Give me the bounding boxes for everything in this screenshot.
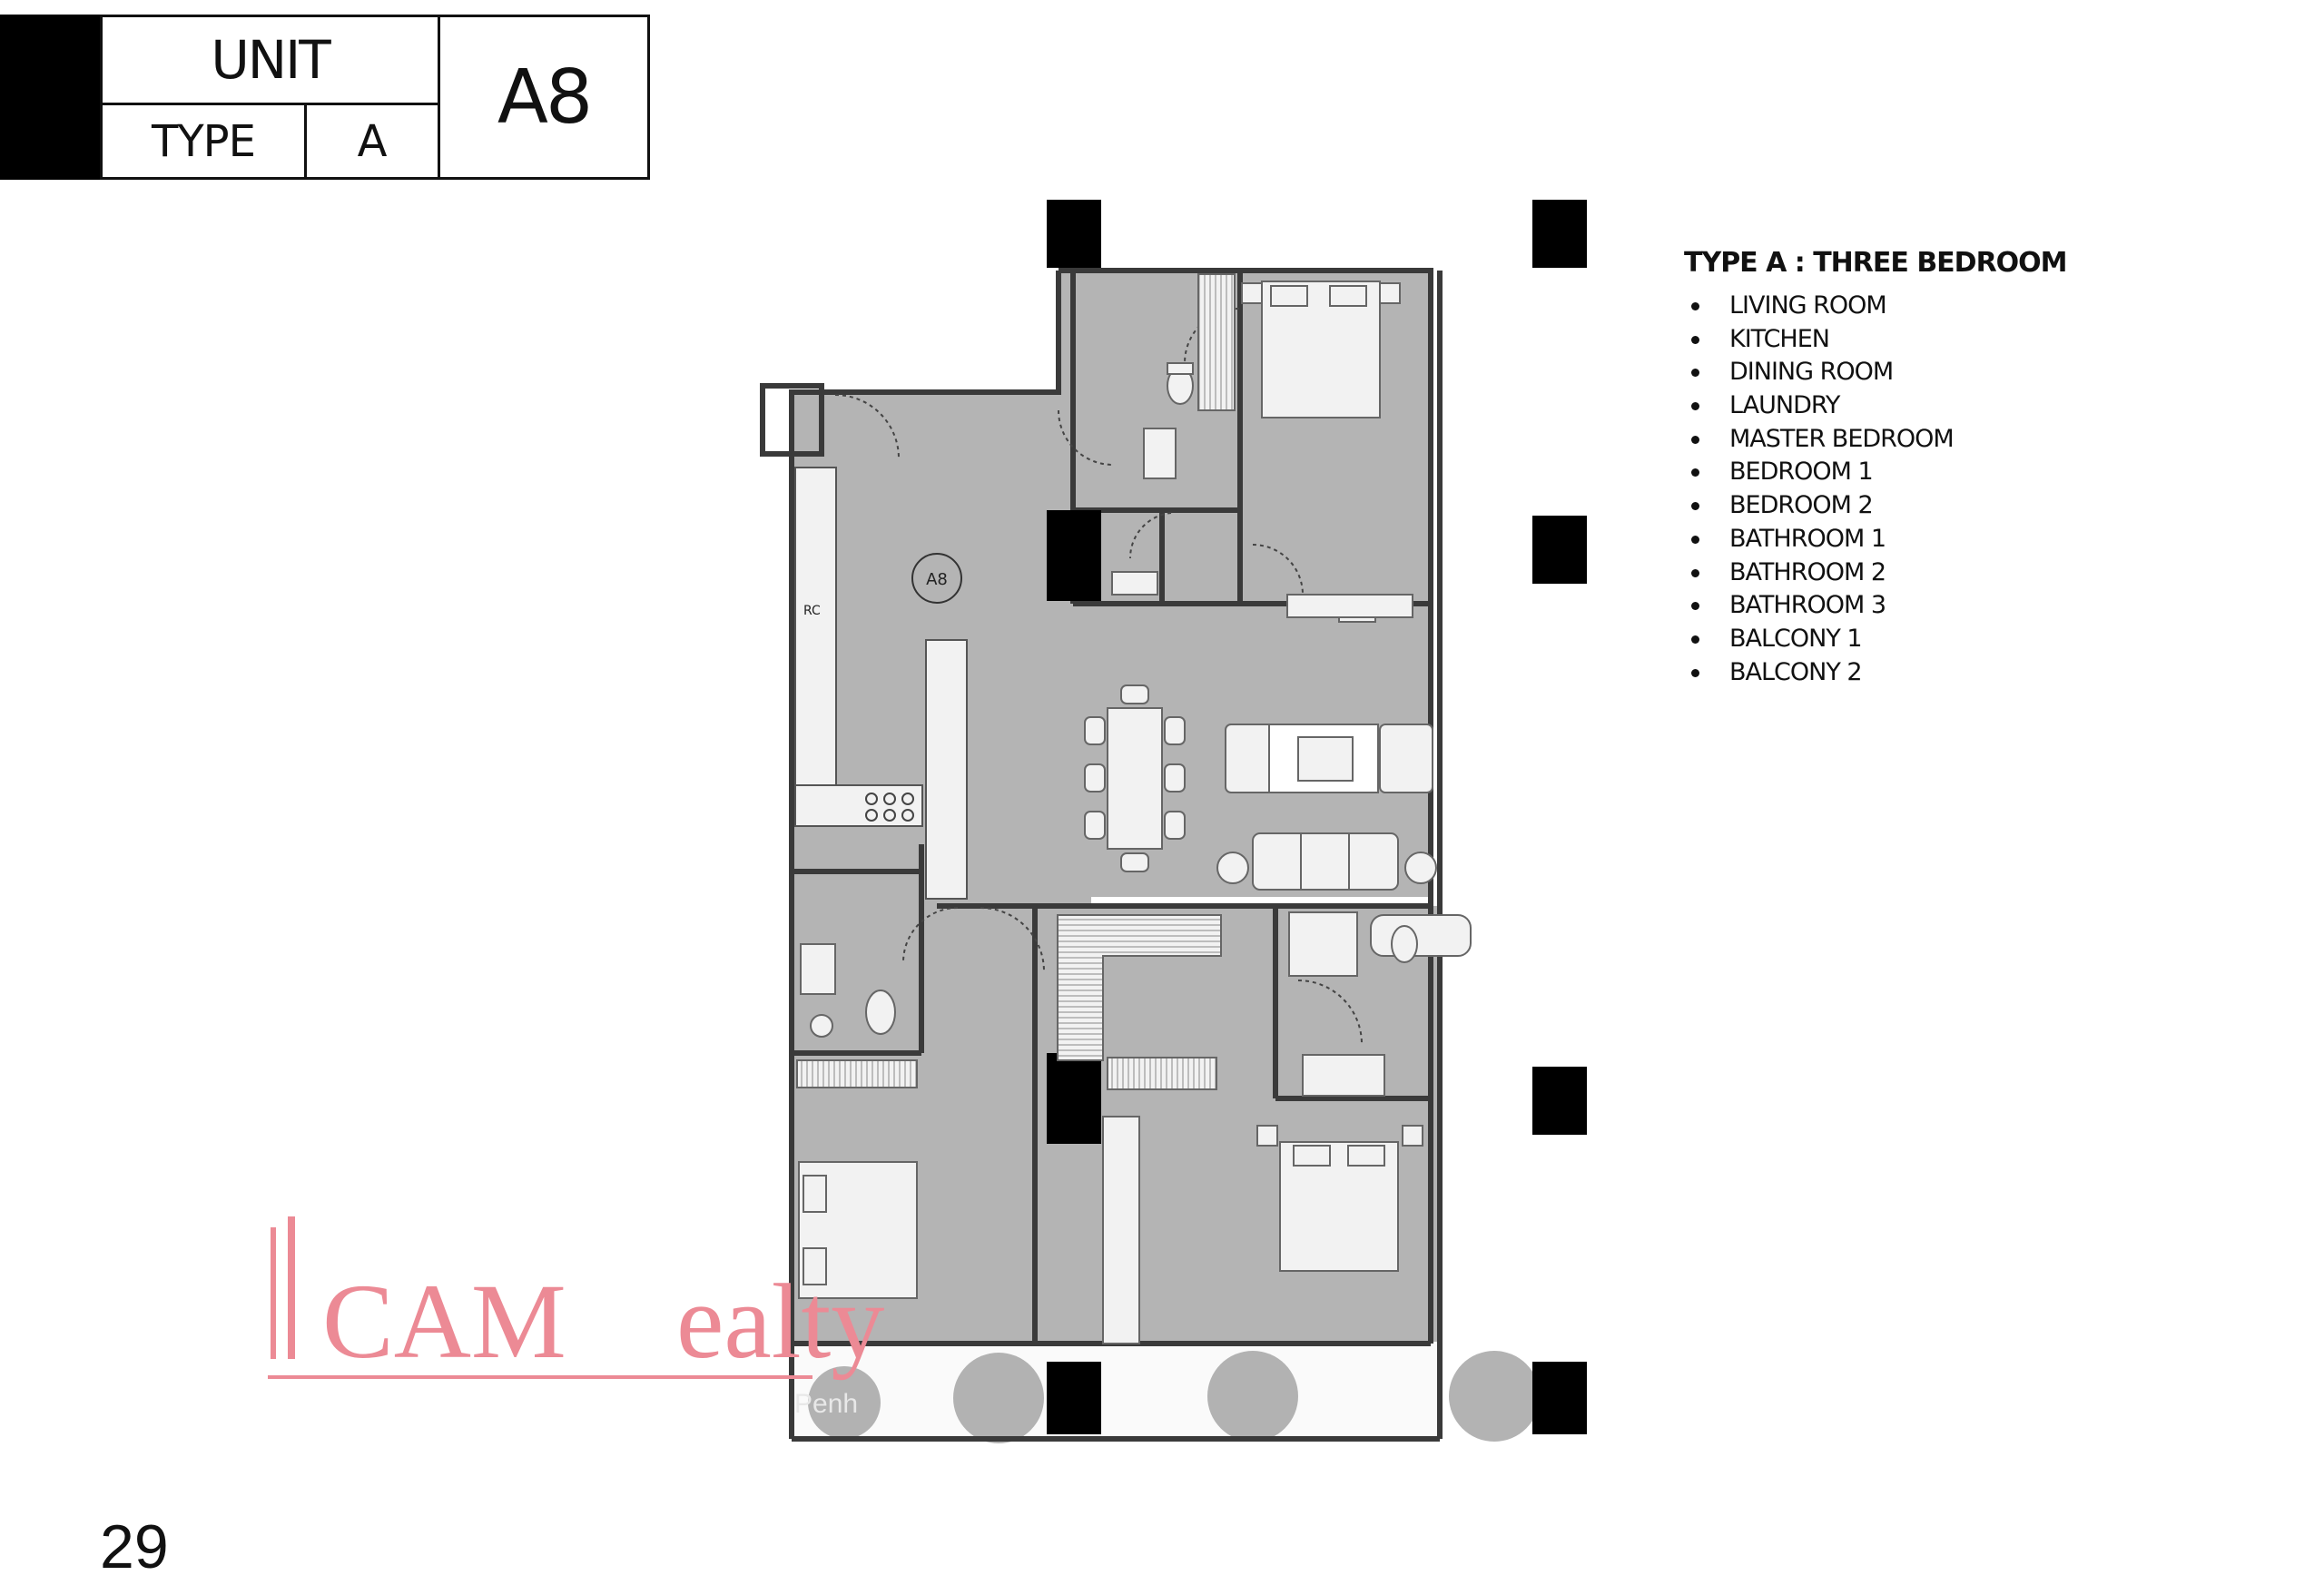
watermark-bar-2 xyxy=(288,1216,295,1359)
type-value: A xyxy=(307,105,440,177)
legend-item: BEDROOM 2 xyxy=(1684,489,2067,523)
unit-tag-circle xyxy=(911,553,962,604)
bedroom-2-bed xyxy=(1256,1125,1423,1272)
fridge-label: RC xyxy=(803,604,821,618)
structural-columns xyxy=(1047,200,1587,1434)
legend-item: BALCONY 2 xyxy=(1684,656,2067,690)
legend-item: LIVING ROOM xyxy=(1684,290,2067,323)
bedroom-2-wardrobe-lower xyxy=(1107,1057,1217,1090)
watermark-brand-right: ealty xyxy=(676,1262,885,1381)
hall-cabinet xyxy=(1102,1116,1140,1344)
legend-item: KITCHEN xyxy=(1684,323,2067,357)
legend-item: LAUNDRY xyxy=(1684,389,2067,423)
bathroom-1-fixtures xyxy=(1111,362,1194,596)
floor-plan: RC A8 xyxy=(760,200,1587,1443)
legend-item: BATHROOM 2 xyxy=(1684,556,2067,590)
master-bed xyxy=(1241,281,1401,418)
unit-label: UNIT xyxy=(103,17,440,105)
living-room-set xyxy=(1216,594,1437,891)
legend-item: BALCONY 1 xyxy=(1684,623,2067,656)
watermark-brand-left: CAM xyxy=(322,1262,566,1381)
kitchen-counter-return xyxy=(794,784,923,827)
watermark: CAM ealty Penh xyxy=(268,1216,884,1425)
master-wardrobe xyxy=(1197,273,1236,411)
kitchen-counter xyxy=(794,467,837,786)
watermark-bar-1 xyxy=(271,1227,276,1359)
legend-item: MASTER BEDROOM xyxy=(1684,423,2067,457)
legend-item: BEDROOM 1 xyxy=(1684,456,2067,489)
unit-info-box: UNIT TYPE A A8 xyxy=(100,15,650,180)
legend-item: DINING ROOM xyxy=(1684,356,2067,389)
dining-table xyxy=(1084,684,1186,872)
type-label: TYPE xyxy=(103,105,307,177)
legend-title: TYPE A : THREE BEDROOM xyxy=(1684,247,2068,279)
bathroom-3-fixtures xyxy=(800,943,896,1038)
bedroom-2-wardrobe xyxy=(1057,914,1222,1061)
legend-item: BATHROOM 3 xyxy=(1684,589,2067,623)
tv-console xyxy=(1286,594,1413,618)
unit-legend: TYPE A : THREE BEDROOM LIVING ROOM KITCH… xyxy=(1684,247,2068,689)
bedroom-1-wardrobe xyxy=(796,1059,918,1088)
watermark-city: Penh xyxy=(794,1389,859,1419)
unit-tag: A8 xyxy=(926,570,948,589)
page-number: 29 xyxy=(100,1512,169,1581)
door-swings xyxy=(834,308,1363,1045)
legend-item: BATHROOM 1 xyxy=(1684,523,2067,556)
legend-list: LIVING ROOM KITCHEN DINING ROOM LAUNDRY … xyxy=(1684,290,2067,689)
entry-box xyxy=(760,383,824,457)
balcony xyxy=(792,1344,1442,1439)
walls xyxy=(789,268,1443,1442)
bathroom-2-fixtures xyxy=(1288,911,1472,1097)
balcony-plants xyxy=(808,1351,1540,1443)
kitchen-island xyxy=(925,639,968,900)
bedroom-1-bed xyxy=(798,1161,918,1299)
header-black-bar xyxy=(0,15,100,180)
watermark-underline xyxy=(268,1375,812,1379)
cooktop-icon xyxy=(865,793,914,822)
unit-number: A8 xyxy=(497,54,593,141)
